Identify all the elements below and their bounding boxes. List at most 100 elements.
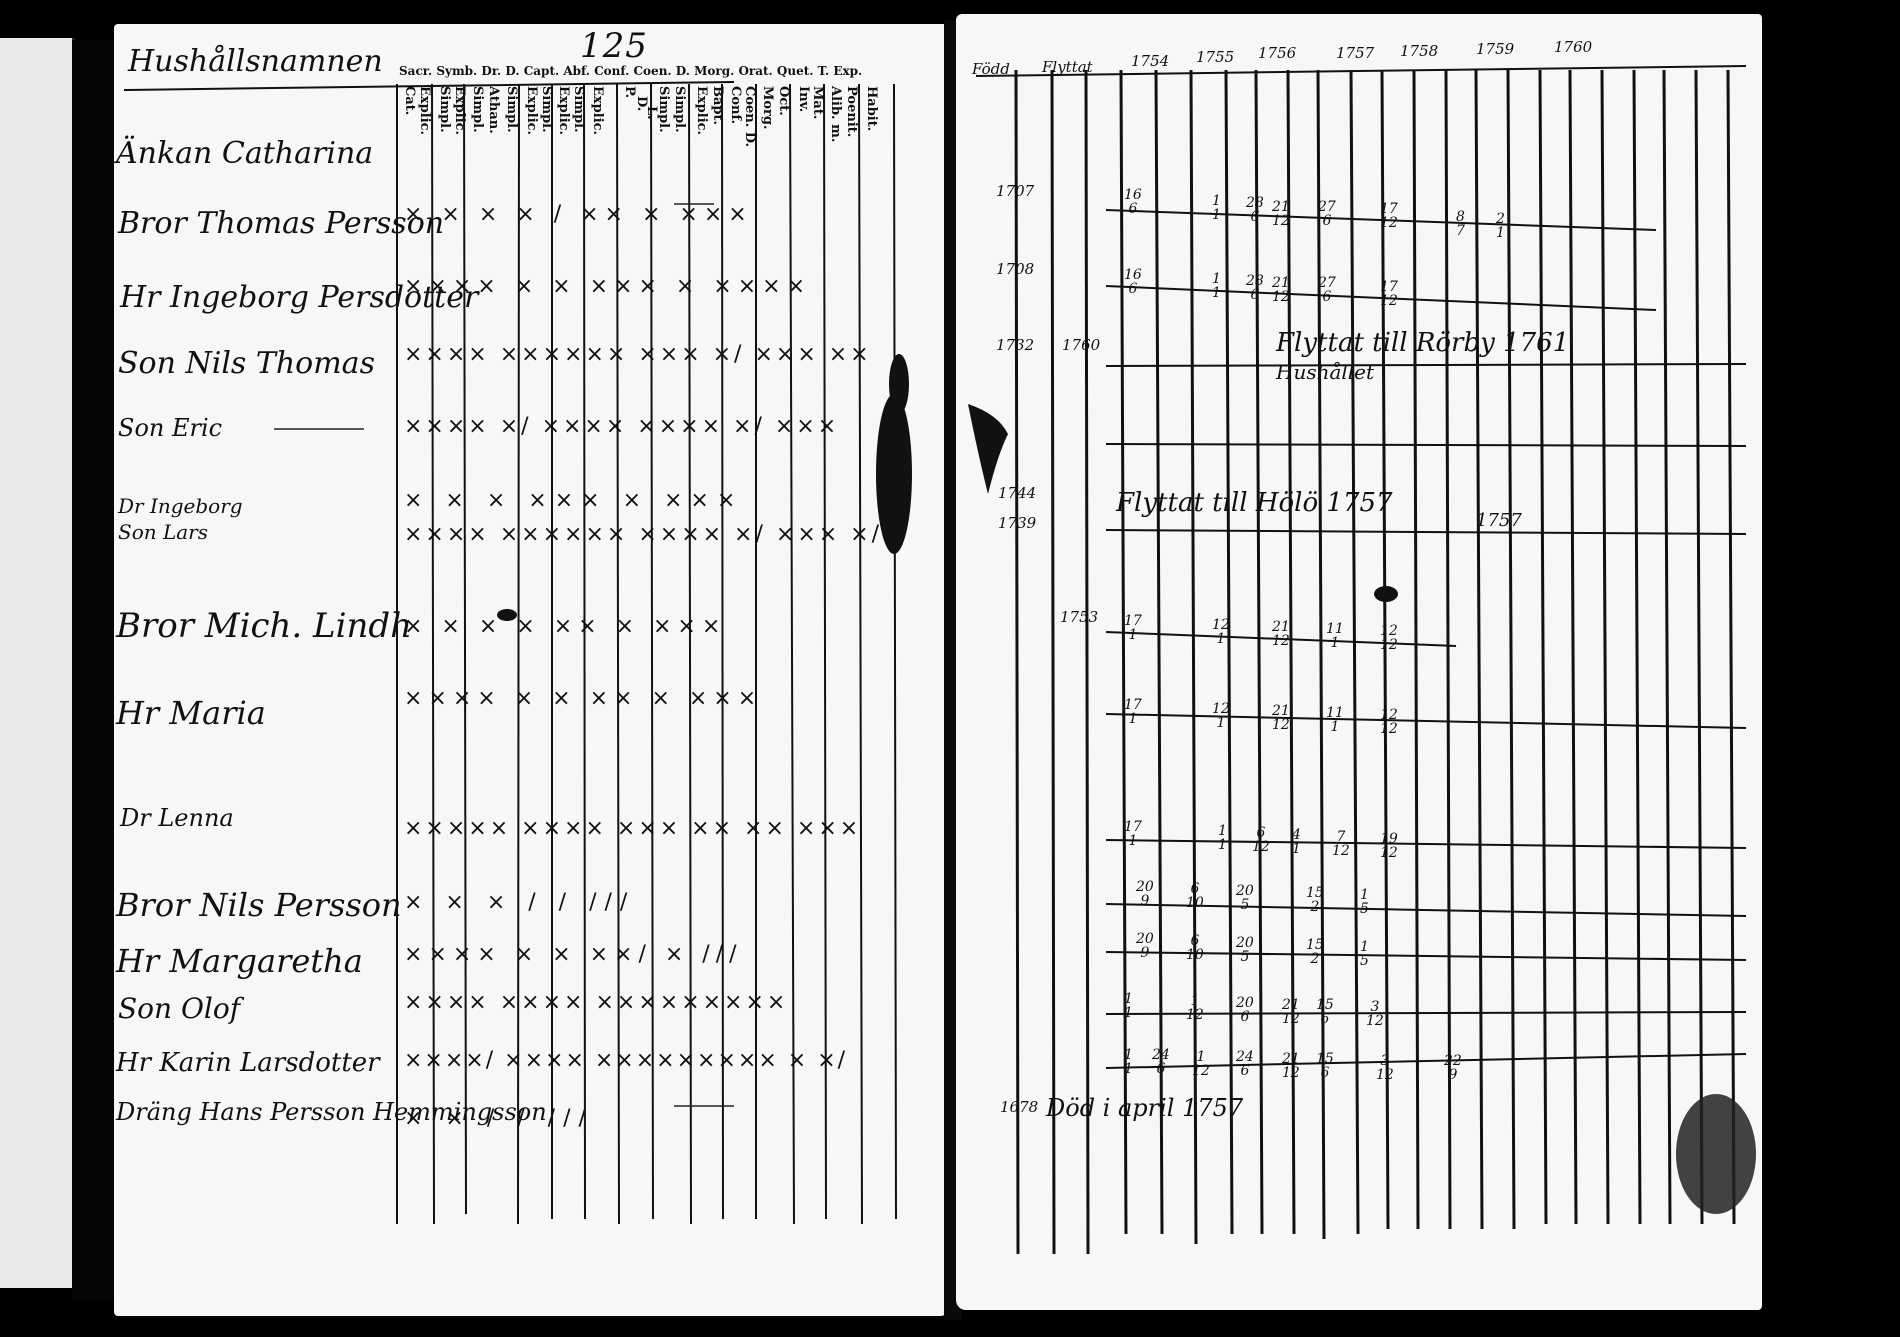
annotation-note: Hushållet — [1276, 360, 1375, 384]
annotation-note: Flyttat till Rörby 1761 — [1276, 328, 1570, 358]
person-name: Hr Maria — [116, 694, 266, 732]
person-name: Son Olof — [118, 992, 241, 1025]
header-fodd: Född — [972, 60, 1010, 78]
mark-row: ×××× × × ×× × ××× — [404, 686, 763, 711]
person-name: Son Nils Thomas — [118, 346, 375, 381]
left-page: Hushållsnamnen 125 Sacr. Symb. Dr. D. Ca… — [114, 24, 950, 1316]
header-year-1758: 1758 — [1400, 42, 1439, 60]
header-simpl-6: Simpl. — [656, 86, 671, 133]
header-coen: Coen. D. — [742, 86, 757, 148]
header-poenit: Poenit. — [844, 86, 859, 138]
birth-year: 1753 — [1060, 608, 1099, 626]
header-conf: Conf. — [728, 86, 743, 125]
header-simpl-1: Simpl. — [437, 86, 452, 133]
header-bapt: Bapt. — [710, 86, 725, 126]
header-explic-5: Explic. — [590, 86, 605, 136]
header-year-1756: 1756 — [1258, 44, 1297, 62]
page-number: 125 — [580, 26, 648, 66]
mark-row: × × × ××× × ××× — [404, 488, 744, 513]
person-name: Son Lars — [118, 520, 209, 544]
mark-row: ×××× ×××× ××××××××× — [404, 990, 789, 1015]
mark-row: ×××× ×/ ×××× ×××× ×/ ××× — [404, 414, 840, 439]
birth-year: 1678 — [1000, 1098, 1039, 1116]
header-flyttat: Flyttat — [1042, 58, 1093, 76]
header-year-1760: 1760 — [1554, 38, 1593, 56]
header-inv: Inv. — [796, 86, 811, 113]
mark-row: × × × × ×× × ××× — [404, 614, 727, 639]
mark-row: ××××× ×××× ××× ×× ×× ××× — [404, 816, 862, 841]
left-page-title: Hushållsnamnen — [128, 44, 383, 79]
header-year-1755: 1755 — [1196, 48, 1235, 66]
header-explic-1: Explic. — [417, 86, 432, 136]
mark-row: × × / / /// — [404, 1106, 594, 1131]
move-flag: 1760 — [1062, 336, 1101, 354]
person-name: Dr Ingeborg — [118, 494, 243, 518]
header-d: D. — [634, 96, 649, 112]
header-morg: Morg. — [760, 86, 775, 130]
header-simpl-5: Simpl. — [571, 86, 586, 133]
birth-year: 1744 — [998, 484, 1037, 502]
header-explic-3: Explic. — [524, 86, 539, 136]
header-oct: Oct. — [776, 86, 791, 116]
person-name: Son Eric — [118, 414, 223, 442]
birth-year: 1707 — [996, 182, 1035, 200]
previous-page-edge — [0, 38, 75, 1288]
mark-row: ×××× ×××××× ×××× ×/ ××× ×/ — [404, 522, 883, 547]
column-caption: Sacr. Symb. Dr. D. Capt. Abf. Conf. Coen… — [399, 64, 863, 78]
header-l: L. — [644, 106, 659, 120]
mark-row: ××××/ ×××× ××××××××× × ×/ — [404, 1048, 848, 1073]
birth-year: 1739 — [998, 514, 1037, 532]
header-habit: Habit. — [864, 86, 879, 132]
birth-year: 1732 — [996, 336, 1035, 354]
annotation-note: Flyttat till Hölö 1757 — [1116, 488, 1393, 518]
header-year-1759: 1759 — [1476, 40, 1515, 58]
header-year-1757: 1757 — [1336, 44, 1375, 62]
header-year-1754: 1754 — [1131, 52, 1170, 70]
left-page-rulings — [123, 81, 912, 1225]
person-name: Dr Lenna — [120, 804, 234, 832]
header-athan: Athan. — [486, 86, 501, 134]
header-simpl-3: Simpl. — [504, 86, 519, 133]
person-name: Bror Mich. Lindh — [116, 606, 413, 646]
person-name: Änkan Catharina — [116, 136, 374, 171]
header-alib: Alib. m. — [828, 86, 843, 143]
